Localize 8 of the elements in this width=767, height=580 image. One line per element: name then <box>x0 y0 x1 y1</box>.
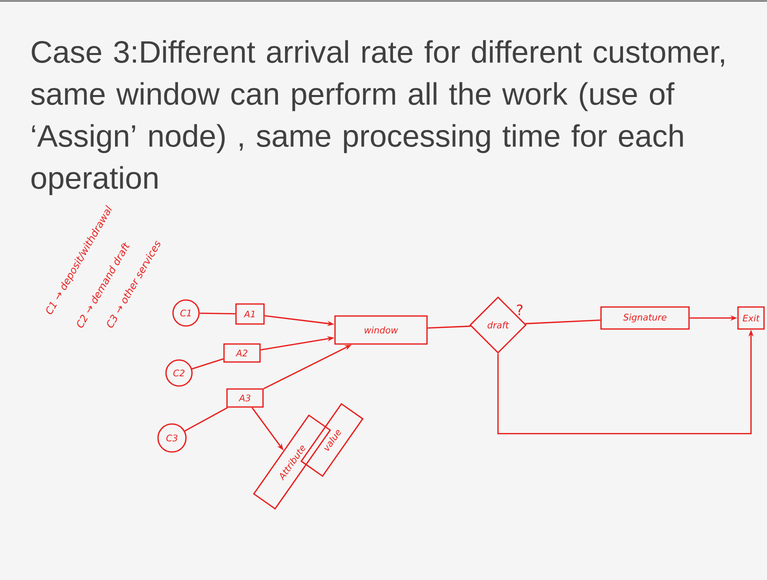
process-box: A1 <box>235 303 265 325</box>
process-box: Signature <box>600 306 690 330</box>
process-box: window <box>334 315 428 345</box>
process-box: A3 <box>226 388 264 408</box>
process-box: Exit <box>737 306 765 330</box>
process-box: A2 <box>223 343 261 363</box>
title: Case 3:Different arrival rate for different customer, same window can perform all the work (use of ‘Assign’ node) , same processing time for each operation <box>31 40 724 196</box>
node-note: ? <box>516 304 522 316</box>
